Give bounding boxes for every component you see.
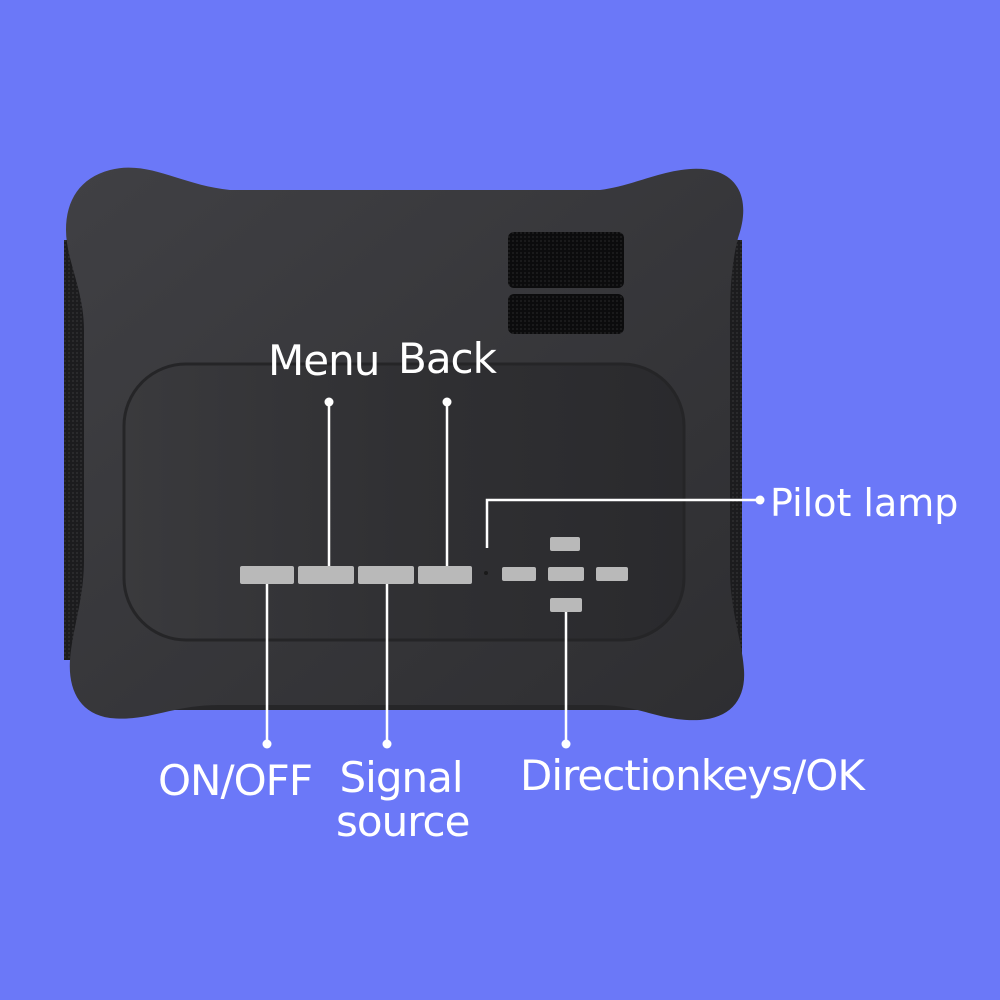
back-leader-dot xyxy=(442,397,452,407)
leader-lines xyxy=(262,397,765,749)
pilot-leader-dot xyxy=(755,495,765,505)
back-label: Back xyxy=(398,334,497,383)
menu-button[interactable] xyxy=(298,566,354,584)
direction-keys-label: Directionkeys/OK xyxy=(520,751,865,800)
ok-key[interactable] xyxy=(548,567,584,581)
up-key[interactable] xyxy=(550,537,580,551)
left-key[interactable] xyxy=(502,567,536,581)
lens-vent-lower xyxy=(508,294,624,334)
direction-leader-dot xyxy=(561,739,571,749)
signal-leader-dot xyxy=(382,739,392,749)
signal-source-label: Signal source xyxy=(336,753,470,846)
menu-label: Menu xyxy=(268,336,380,385)
direction-pad xyxy=(502,537,628,612)
onoff-leader-dot xyxy=(262,739,272,749)
down-key[interactable] xyxy=(550,598,582,612)
signal-source-label-line2: source xyxy=(336,797,470,846)
pilot-leader-line xyxy=(485,498,758,548)
pilot-lamp-label: Pilot lamp xyxy=(770,481,959,525)
control-panel xyxy=(122,362,686,642)
button-row xyxy=(240,566,472,584)
signal-source-label-line1: Signal xyxy=(339,753,463,802)
signal-source-button[interactable] xyxy=(358,566,414,584)
lens-vent-upper xyxy=(508,232,624,288)
on-off-label: ON/OFF xyxy=(158,756,313,805)
right-key[interactable] xyxy=(596,567,628,581)
back-button[interactable] xyxy=(418,566,472,584)
on-off-button[interactable] xyxy=(240,566,294,584)
menu-leader-dot xyxy=(324,397,334,407)
pilot-lamp xyxy=(484,571,488,575)
